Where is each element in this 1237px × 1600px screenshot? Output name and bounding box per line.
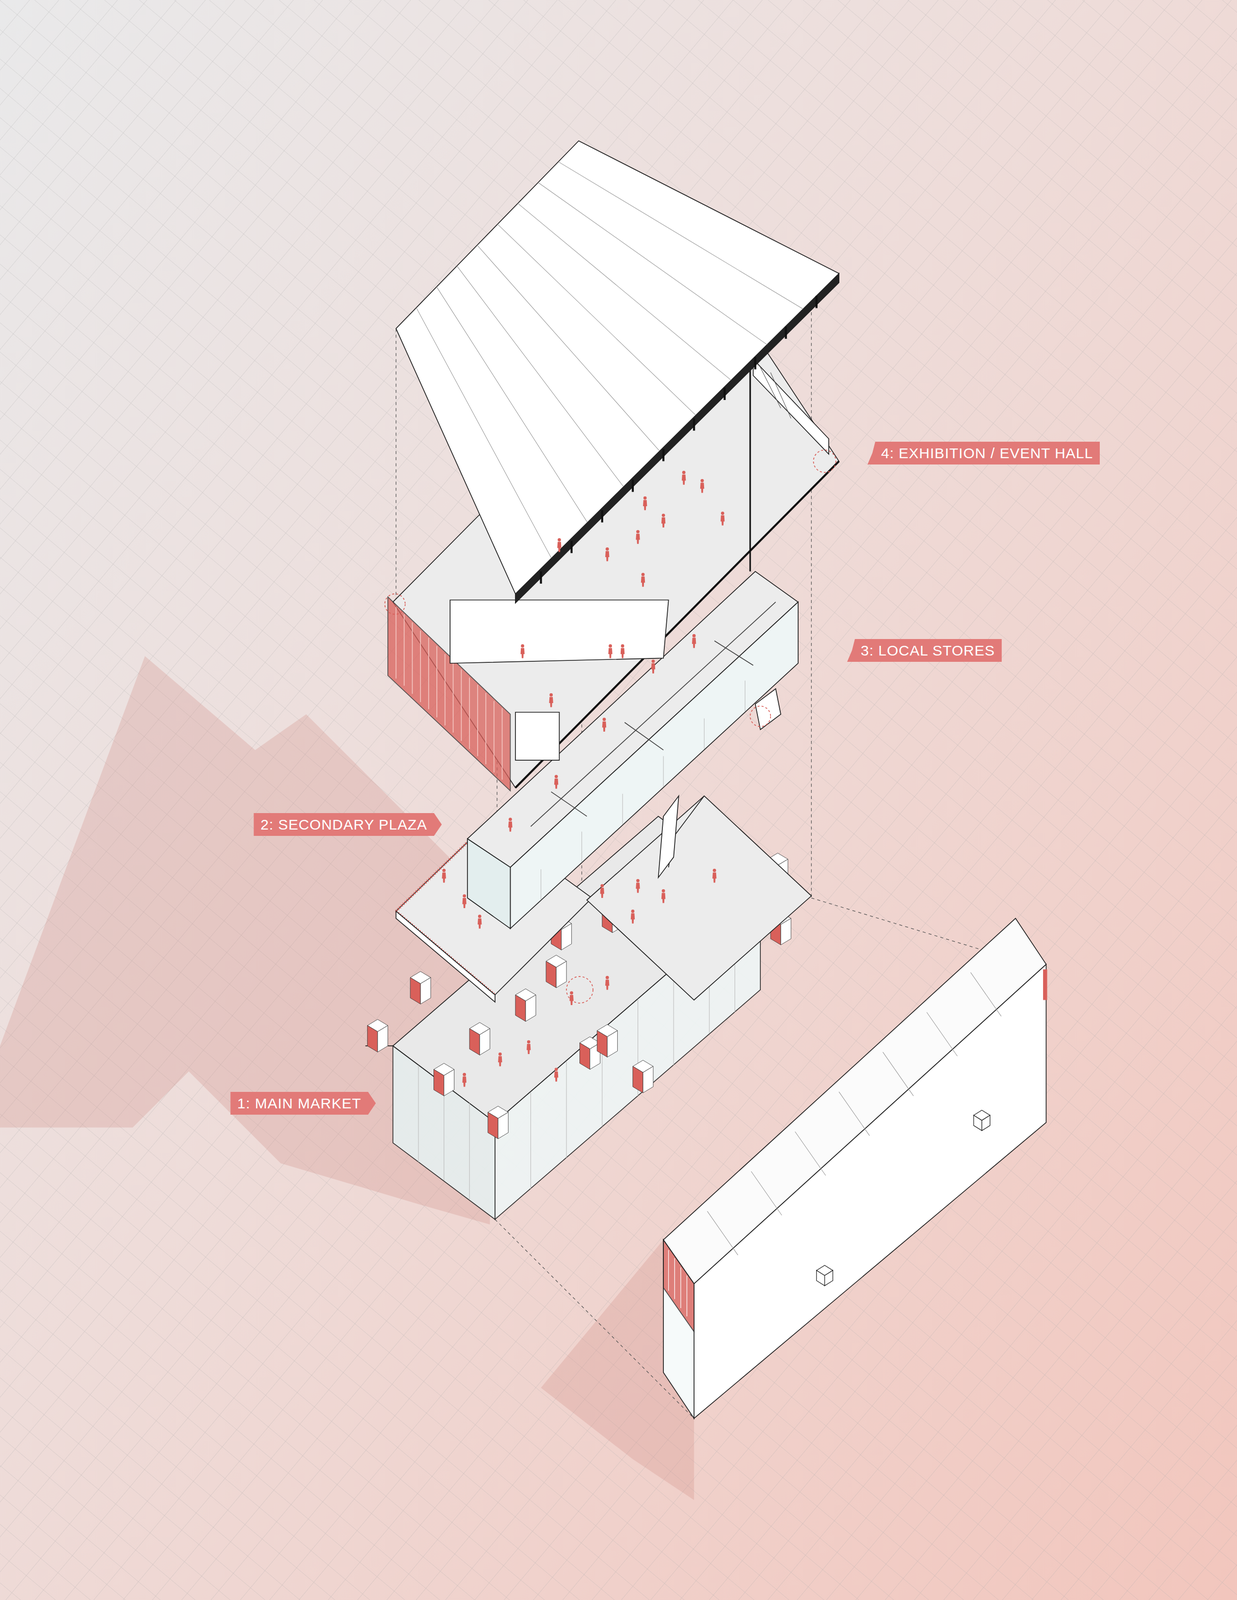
roof-part: [416, 161, 804, 559]
people-part: [608, 644, 612, 659]
market-stalls-part: [469, 1022, 490, 1056]
people-part: [605, 547, 610, 562]
people-part: [620, 644, 625, 659]
market-stalls-part: [487, 1106, 509, 1139]
people-part: [520, 644, 525, 659]
callout-circle-part: [813, 449, 836, 473]
market-stalls-part: [433, 1063, 455, 1096]
callout-circle-part: [566, 976, 594, 1004]
people-part: [681, 470, 686, 485]
label-tag: 4: EXHIBITION / EVENT HALL: [867, 441, 1100, 465]
people: [441, 470, 725, 1087]
people-part: [462, 1073, 466, 1088]
local-stores-part: [755, 689, 782, 730]
people-part: [630, 909, 635, 924]
people-part: [651, 659, 656, 674]
tag-text: 2: SECONDARY PLAZA: [260, 816, 428, 833]
people-part: [602, 717, 607, 732]
people-part: [720, 511, 725, 526]
people-part: [462, 894, 466, 909]
tag-text: 4: EXHIBITION / EVENT HALL: [881, 445, 1093, 462]
shadow-part: [541, 1239, 695, 1501]
people-part: [661, 513, 666, 528]
secondary-plaza-part: [396, 911, 496, 1002]
label-tag: 3: LOCAL STORES: [847, 639, 1002, 662]
exhibition-hall-part: [515, 712, 560, 761]
people-part: [526, 1040, 531, 1055]
people-part: [635, 879, 640, 894]
people-part: [554, 774, 559, 789]
exhibition-hall-part: [760, 367, 791, 419]
people-part: [554, 1067, 559, 1082]
market-stalls-part: [515, 988, 536, 1022]
people-part: [635, 530, 640, 545]
lower-block-part: [1043, 969, 1047, 1000]
people-part: [641, 573, 645, 588]
people-part: [600, 883, 605, 899]
roof-part: [541, 295, 817, 584]
lower-block-part: [707, 972, 1002, 1256]
local-stores-part: [467, 838, 511, 929]
people-part: [605, 976, 610, 991]
market-stalls-part: [546, 955, 567, 988]
exhibition-hall-part: [449, 600, 669, 664]
market-stalls-part: [367, 1019, 388, 1052]
exhibition-hall-part: [753, 359, 829, 455]
lower-block-part: [668, 1250, 688, 1317]
people-part: [477, 915, 482, 930]
local-stores-part: [658, 796, 679, 878]
callout-circle: [385, 449, 836, 1004]
market-stalls-part: [596, 1024, 618, 1058]
axonometric-illustration-part: [816, 1265, 834, 1286]
market-stalls-part: [632, 1060, 654, 1093]
people-part: [642, 496, 647, 511]
axonometric-illustration-part: [973, 1110, 991, 1131]
market-stalls-part: [410, 971, 431, 1005]
people-part: [441, 868, 446, 884]
people-part: [661, 889, 666, 904]
people-part: [691, 634, 696, 649]
label-tag: 1: MAIN MARKET: [230, 1092, 376, 1115]
label-tag: 2: SECONDARY PLAZA: [253, 813, 442, 836]
people-part: [498, 1052, 502, 1067]
tag-text: 1: MAIN MARKET: [237, 1095, 362, 1112]
tag-text: 3: LOCAL STORES: [860, 642, 996, 659]
people-part: [712, 868, 717, 884]
people-part: [557, 538, 562, 553]
callout-circle-part: [750, 706, 771, 727]
callout-circle-part: [385, 594, 406, 615]
people-part: [700, 479, 705, 494]
people-part: [508, 818, 513, 833]
people-part: [569, 991, 574, 1006]
exhibition-hall-part: [749, 357, 751, 572]
roof: [396, 140, 839, 603]
people-part: [548, 693, 553, 708]
roof-part: [396, 140, 839, 594]
